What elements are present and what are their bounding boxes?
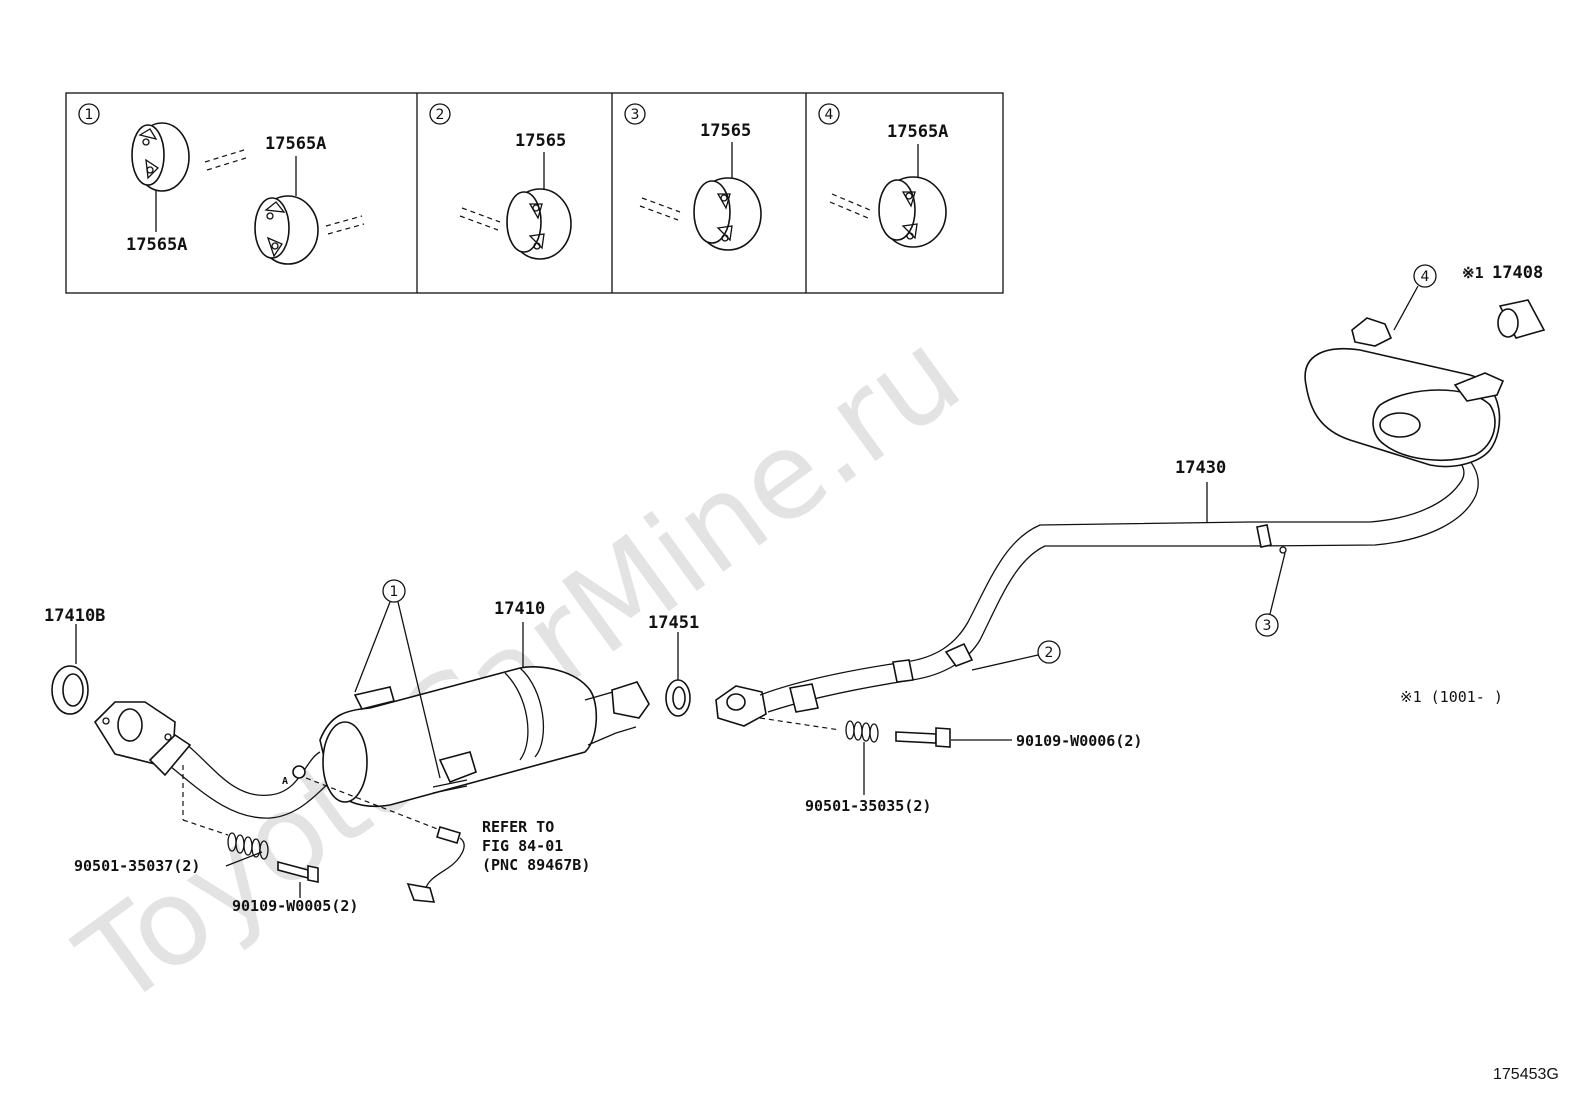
inset-panel-4: 4 17565A — [818, 103, 948, 248]
refer-note-line2: FIG 84-01 — [482, 837, 563, 855]
rubber-hanger-icon — [254, 195, 319, 265]
gasket-17410B: 17410B — [44, 606, 105, 715]
note-mark: ※1 — [1462, 264, 1484, 282]
callout-1: 1 — [354, 579, 441, 779]
part-label-90501-35035: 90501-35035(2) — [805, 797, 931, 815]
panel-number: 2 — [436, 107, 445, 123]
svg-text:3: 3 — [1263, 618, 1272, 634]
rubber-hanger-icon — [131, 122, 190, 192]
part-label: 17565A — [887, 122, 948, 142]
tail-pipe-17430: 17430 — [715, 317, 1505, 727]
part-label: 17565A — [265, 134, 326, 154]
tail-tip-17408: ※1 17408 — [1462, 263, 1546, 339]
figure-id: 175453G — [1493, 1066, 1559, 1083]
rubber-hanger-icon — [506, 188, 572, 260]
panel-number: 1 — [85, 107, 94, 123]
applicability-note: ※1 (1001- ) — [1400, 688, 1503, 706]
fasteners-front: 90501-35037(2) 90109-W0005(2) — [74, 765, 358, 915]
svg-text:4: 4 — [1421, 269, 1430, 285]
part-label-90109-W0006: 90109-W0006(2) — [1016, 732, 1142, 750]
oxygen-sensor: REFER TO FIG 84-01 (PNC 89467B) — [305, 777, 590, 903]
gasket-17451: 17451 — [648, 613, 699, 717]
part-label-17410B: 17410B — [44, 606, 105, 626]
bolt-icon — [895, 727, 951, 748]
inset-panel-2: 2 17565 — [429, 103, 572, 260]
panel-number: 3 — [631, 107, 640, 123]
svg-text:A: A — [282, 776, 288, 787]
callout-3: 3 — [1255, 552, 1286, 637]
rubber-hanger-icon — [878, 176, 947, 248]
panel-number: 4 — [825, 107, 834, 123]
refer-note-line3: (PNC 89467B) — [482, 856, 590, 874]
part-label-90501-35037: 90501-35037(2) — [74, 857, 200, 875]
callout-4: 4 — [1393, 264, 1437, 331]
refer-note-line1: REFER TO — [482, 818, 554, 836]
front-pipe-converter-17410: A 17410 — [93, 599, 650, 819]
callout-2: 2 — [971, 640, 1061, 671]
svg-text:1: 1 — [390, 584, 399, 600]
hanger-inset: 1 17565A 17565 — [65, 92, 1004, 294]
svg-text:2: 2 — [1045, 645, 1054, 661]
part-label-17410: 17410 — [494, 599, 545, 619]
inset-panel-1: 1 17565A 17565 — [78, 103, 365, 265]
part-label-17430: 17430 — [1175, 458, 1226, 478]
part-label: 17565 — [700, 121, 751, 141]
fasteners-rear: 90501-35035(2) 90109-W0006(2) — [759, 717, 1142, 815]
spring-icon — [845, 720, 879, 743]
spring-icon — [227, 832, 269, 860]
part-label-90109-W0005: 90109-W0005(2) — [232, 897, 358, 915]
part-label-17408: 17408 — [1492, 263, 1543, 283]
bolt-icon — [277, 860, 319, 883]
inset-panel-3: 3 17565 — [624, 103, 762, 251]
part-label: 17565A — [126, 235, 187, 255]
part-label-17451: 17451 — [648, 613, 699, 633]
rubber-hanger-icon — [693, 177, 762, 251]
part-label: 17565 — [515, 131, 566, 151]
